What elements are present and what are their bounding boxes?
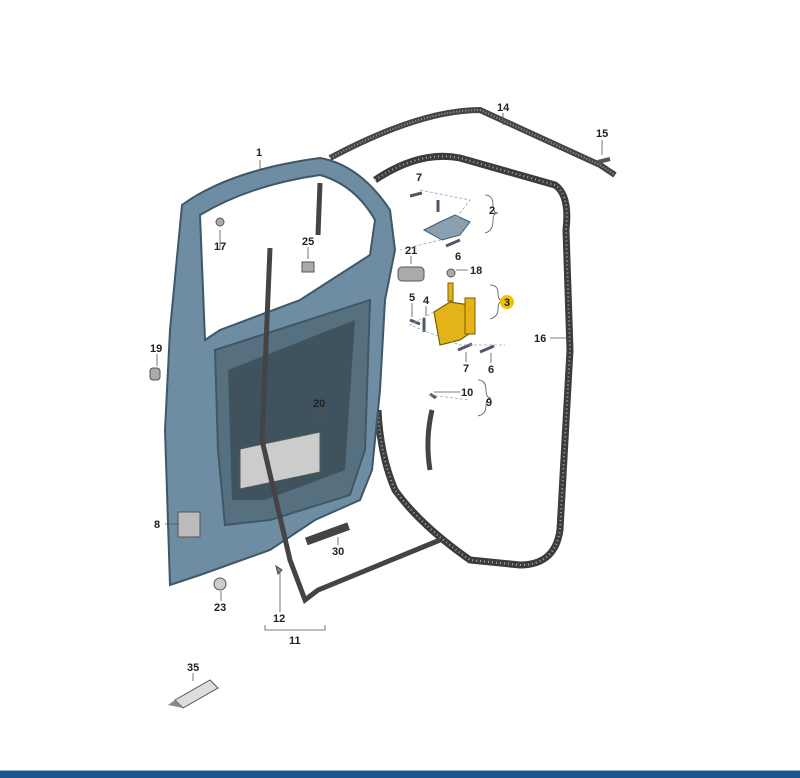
label-20: 20 <box>313 398 325 410</box>
label-4: 4 <box>423 295 430 307</box>
label-19: 19 <box>150 343 162 355</box>
label-3: 3 <box>504 297 510 309</box>
clip-25 <box>301 261 315 273</box>
label-10: 10 <box>461 387 473 399</box>
highlight-badge-3 <box>500 295 514 309</box>
label-14: 14 <box>497 102 510 114</box>
label-2: 2 <box>489 205 495 217</box>
label-5: 5 <box>409 292 415 304</box>
sealant-tube <box>168 679 219 709</box>
label-9: 9 <box>486 397 492 409</box>
bracket <box>422 214 471 241</box>
bottom-bar <box>0 770 800 778</box>
label-18: 18 <box>470 265 482 277</box>
vent-grille-8 <box>177 511 201 538</box>
label-1: 1 <box>256 147 262 159</box>
label-11: 11 <box>289 635 301 647</box>
label-35: 35 <box>187 662 199 674</box>
label-6b: 6 <box>488 364 494 376</box>
strip-30 <box>304 522 350 546</box>
plug-17 <box>215 217 225 227</box>
label-6: 6 <box>455 251 461 263</box>
window-guide <box>259 247 441 605</box>
label-25: 25 <box>302 236 314 248</box>
label-7: 7 <box>416 172 422 184</box>
speaker-grille <box>239 431 321 490</box>
door-hinge <box>433 282 476 346</box>
label-21: 21 <box>405 245 417 257</box>
plug-19 <box>149 367 161 381</box>
label-15: 15 <box>596 128 608 140</box>
label-16: 16 <box>534 333 546 345</box>
plug-23 <box>213 577 227 591</box>
roof-seal-strip <box>328 106 617 178</box>
door-seal <box>373 152 574 569</box>
cap-18 <box>446 268 456 278</box>
seal-element-21 <box>397 266 425 282</box>
label-8: 8 <box>154 519 160 531</box>
label-17: 17 <box>214 241 226 253</box>
strip-15 <box>597 157 611 164</box>
label-12: 12 <box>273 613 285 625</box>
label-30: 30 <box>332 546 344 558</box>
label-7b: 7 <box>463 363 469 375</box>
label-23: 23 <box>214 602 226 614</box>
clip-12 <box>275 564 283 575</box>
